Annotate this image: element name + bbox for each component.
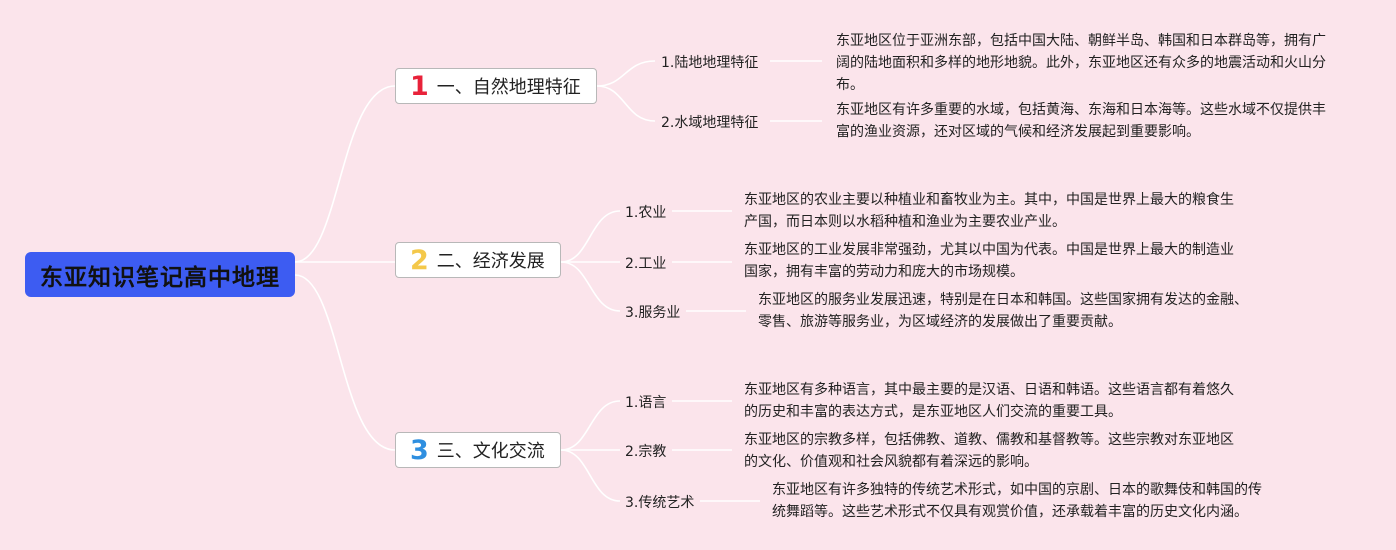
branch-number-3: 3 (410, 434, 429, 466)
subtopic-land-geography[interactable]: 1.陆地地理特征 (661, 55, 759, 71)
subtopic-traditional-arts[interactable]: 3.传统艺术 (625, 495, 695, 511)
note-industry: 东亚地区的工业发展非常强劲，尤其以中国为代表。中国是世界上最大的制造业国家，拥有… (744, 242, 1234, 280)
note-agriculture: 东亚地区的农业主要以种植业和畜牧业为主。其中，中国是世界上最大的粮食生产国，而日… (744, 192, 1234, 230)
branch-number-1: 1 (410, 70, 429, 102)
branch-economic-development[interactable]: 2 二、经济发展 (395, 242, 561, 278)
branch-title: 二、经济发展 (436, 251, 545, 272)
note-services: 东亚地区的服务业发展迅速，特别是在日本和韩国。这些国家拥有发达的金融、零售、旅游… (758, 292, 1248, 330)
branch-cultural-exchange[interactable]: 3 三、文化交流 (395, 432, 561, 468)
branch-number-2: 2 (410, 244, 429, 276)
root-topic[interactable]: 东亚知识笔记高中地理 (25, 252, 295, 297)
subtopic-agriculture[interactable]: 1.农业 (625, 205, 667, 221)
note-land-geography: 东亚地区位于亚洲东部，包括中国大陆、朝鲜半岛、韩国和日本群岛等，拥有广阔的陆地面… (836, 33, 1326, 93)
subtopic-water-geography[interactable]: 2.水域地理特征 (661, 115, 759, 131)
branch-natural-geography[interactable]: 1 一、自然地理特征 (395, 68, 597, 104)
root-title: 东亚知识笔记高中地理 (40, 264, 280, 291)
note-language: 东亚地区有多种语言，其中最主要的是汉语、日语和韩语。这些语言都有着悠久的历史和丰… (744, 382, 1234, 420)
subtopic-industry[interactable]: 2.工业 (625, 256, 667, 272)
subtopic-services[interactable]: 3.服务业 (625, 305, 681, 321)
subtopic-language[interactable]: 1.语言 (625, 395, 667, 411)
branch-title: 三、文化交流 (436, 441, 545, 462)
branch-title: 一、自然地理特征 (436, 77, 581, 98)
subtopic-religion[interactable]: 2.宗教 (625, 444, 667, 460)
note-water-geography: 东亚地区有许多重要的水域，包括黄海、东海和日本海等。这些水域不仅提供丰富的渔业资… (836, 102, 1326, 140)
note-traditional-arts: 东亚地区有许多独特的传统艺术形式，如中国的京剧、日本的歌舞伎和韩国的传统舞蹈等。… (772, 482, 1262, 520)
note-religion: 东亚地区的宗教多样，包括佛教、道教、儒教和基督教等。这些宗教对东亚地区的文化、价… (744, 432, 1234, 470)
